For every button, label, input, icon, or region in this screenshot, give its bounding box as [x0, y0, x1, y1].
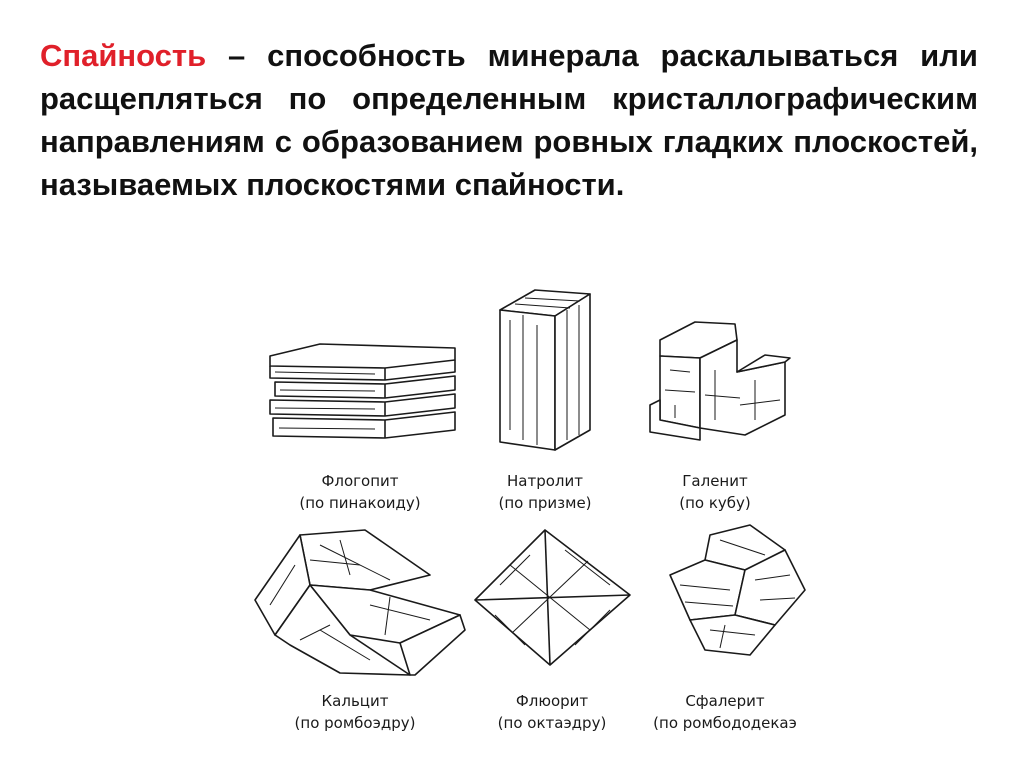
sphalerite-drawing — [669, 524, 806, 656]
mineral-name: Натролит — [507, 472, 583, 490]
mineral-name: Галенит — [682, 472, 748, 490]
mineral-caption: Галенит (по кубу) — [615, 470, 815, 514]
fluorite-drawing — [474, 529, 631, 666]
mineral-caption: Сфалерит (по ромбододекаэ — [625, 690, 825, 734]
mineral-note: (по пинакоиду) — [299, 494, 421, 512]
calcite-drawing — [254, 529, 466, 676]
mineral-caption: Флюорит (по октаэдру) — [452, 690, 652, 734]
cleavage-examples-figure: Флогопит (по пинакоиду) Натролит (по при… — [240, 270, 840, 760]
mineral-name: Флогопит — [321, 472, 399, 490]
natrolite-drawing — [499, 289, 591, 451]
mineral-caption: Флогопит (по пинакоиду) — [260, 470, 460, 514]
definition-text: – способность минерала раскалываться или… — [40, 38, 978, 202]
definition-term: Спайность — [40, 38, 207, 73]
mineral-note: (по октаэдру) — [497, 714, 607, 732]
mineral-name: Флюорит — [515, 692, 589, 710]
mineral-note: (по ромбододекаэ — [653, 714, 797, 732]
mineral-note: (по ромбоэдру) — [294, 714, 416, 732]
mineral-caption: Кальцит (по ромбоэдру) — [255, 690, 455, 734]
mineral-note: (по призме) — [498, 494, 592, 512]
phlogopite-drawing — [269, 343, 456, 439]
mineral-name: Кальцит — [321, 692, 389, 710]
mineral-name: Сфалерит — [685, 692, 765, 710]
mineral-note: (по кубу) — [679, 494, 751, 512]
mineral-caption: Натролит (по призме) — [445, 470, 645, 514]
cleavage-definition: Спайность – способность минерала раскалы… — [40, 34, 978, 206]
galena-drawing — [649, 321, 791, 441]
